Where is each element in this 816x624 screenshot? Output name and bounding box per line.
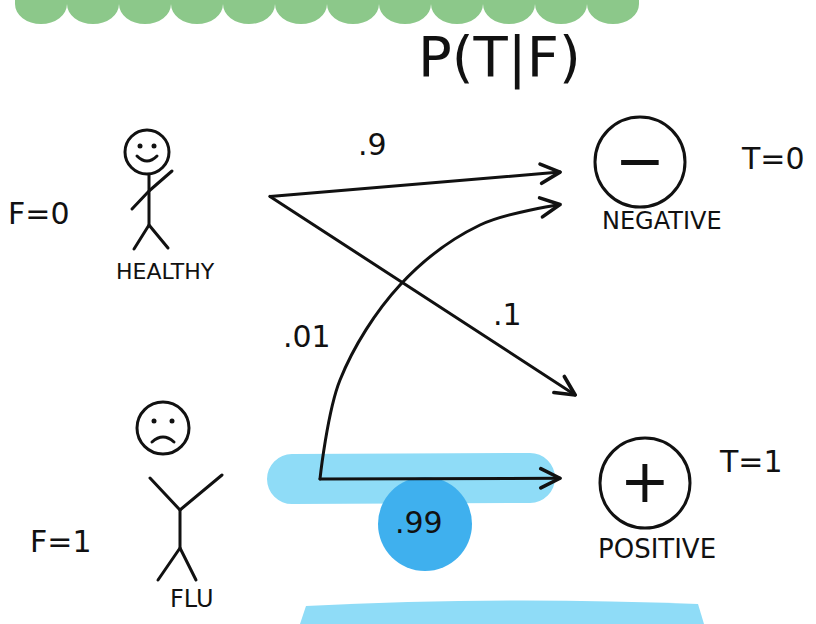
node-outline [30,390,320,618]
variable-value: T=1 [720,445,783,478]
result-label: POSITIVE [598,535,716,564]
probability-arrow [320,477,560,481]
result-sign: − [615,130,665,190]
probability-arrow [270,196,575,395]
probability-label: .99 [392,506,446,539]
healthy-person: F=0HEALTHY [8,125,270,295]
variable-value: F=1 [30,525,91,558]
arms [132,171,172,209]
probability-label: .01 [280,320,334,353]
circle-outline [600,438,690,528]
test-result-circle: + POSITIVE T=1 [560,395,813,580]
probability-arrow [270,172,560,196]
result-label: NEGATIVE [602,208,722,234]
eye [152,419,157,424]
blue-highlight-bar [300,600,704,624]
eye [170,419,175,424]
eye [152,144,157,149]
person-label: FLU [170,586,214,612]
result-sign: + [620,451,670,511]
body [179,510,182,548]
head [137,402,189,454]
variable-value: F=0 [8,197,69,230]
arms [150,475,222,510]
test-result-circle: − NEGATIVE T=0 [560,110,813,245]
probability-label: .9 [355,128,390,161]
body [148,175,151,225]
smile [137,156,157,161]
legs [134,225,168,249]
legs [158,548,196,580]
blue-highlight-spot [378,477,472,571]
probability-arrow [320,205,560,479]
eye [138,144,143,149]
head [125,130,169,174]
green-cloud [15,0,639,24]
diagram-title: P(T|F) [418,26,581,88]
variable-value: T=0 [742,142,805,175]
probability-label: .1 [490,298,525,331]
circle-outline [595,117,685,207]
frown [152,437,174,442]
flu-person: F=1FLU [30,390,320,618]
person-label: HEALTHY [116,260,214,284]
